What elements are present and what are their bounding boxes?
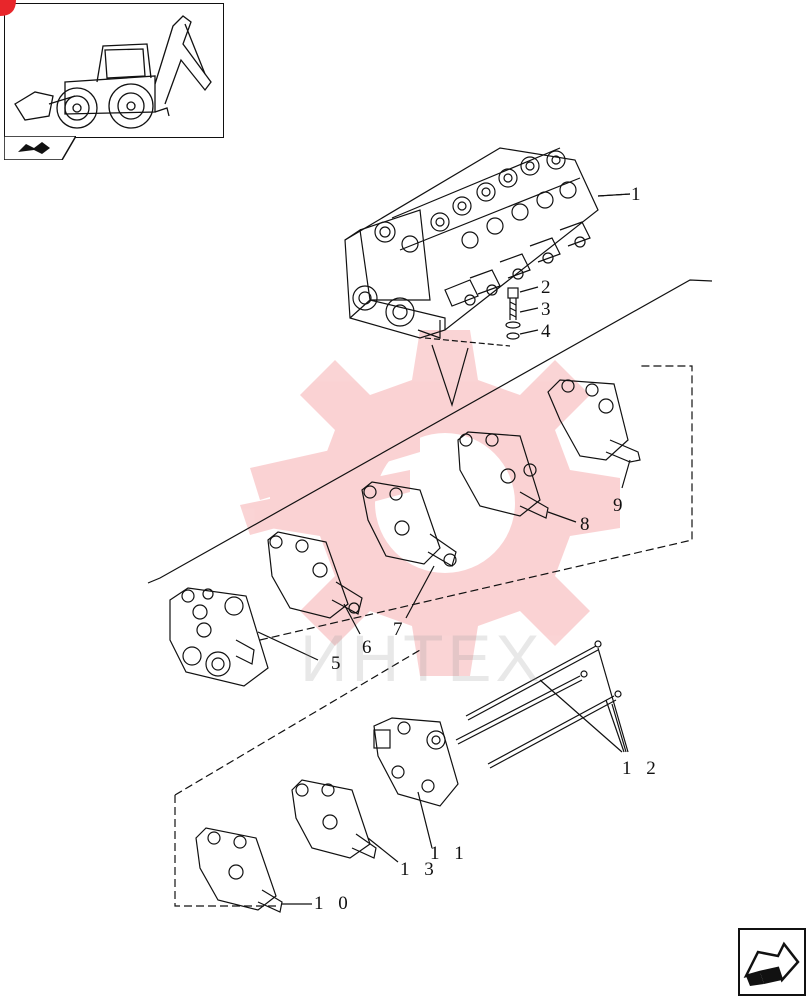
valve-section-10 — [195, 827, 283, 913]
watermark-text: ИНТЕХ — [300, 621, 544, 695]
washer-part-3 — [505, 321, 521, 329]
dashed-group-lower — [174, 795, 280, 907]
callout-9: 9 — [613, 495, 628, 516]
callout-8: 8 — [580, 514, 595, 535]
backhoe-loader-icon — [14, 15, 212, 129]
callout-2: 2 — [541, 277, 556, 298]
inlet-cover-5 — [169, 587, 269, 687]
next-page-arrow-icon[interactable] — [738, 928, 806, 996]
valve-section-tops — [374, 147, 581, 253]
tie-rods-12 — [455, 640, 622, 769]
valve-section-9 — [547, 379, 641, 463]
dashed-group-upper — [259, 365, 693, 641]
valve-section-6 — [267, 531, 363, 619]
separator-line — [147, 279, 713, 584]
open-book-icon — [4, 136, 76, 160]
outlet-cover-11 — [373, 717, 459, 807]
corner-badge-icon — [0, 0, 16, 16]
valve-section-8 — [457, 431, 549, 519]
callout-11: 1 1 — [430, 843, 469, 864]
callout-1: 1 — [631, 184, 646, 205]
callout-13: 1 3 — [400, 859, 439, 880]
machine-thumbnail — [4, 3, 224, 138]
callout-3: 3 — [541, 299, 556, 320]
bolt-part-2 — [507, 287, 519, 320]
valve-section-7 — [361, 481, 457, 567]
callout-6: 6 — [362, 637, 377, 658]
spool-ends — [444, 221, 591, 307]
callout-12: 1 2 — [622, 758, 661, 779]
callout-5: 5 — [331, 653, 346, 674]
callout-10: 1 0 — [314, 893, 353, 914]
valve-section-13 — [291, 779, 377, 859]
washer-part-4 — [506, 332, 520, 340]
callout-4: 4 — [541, 321, 556, 342]
valve-assembly — [344, 147, 631, 347]
callout-7: 7 — [393, 619, 408, 640]
